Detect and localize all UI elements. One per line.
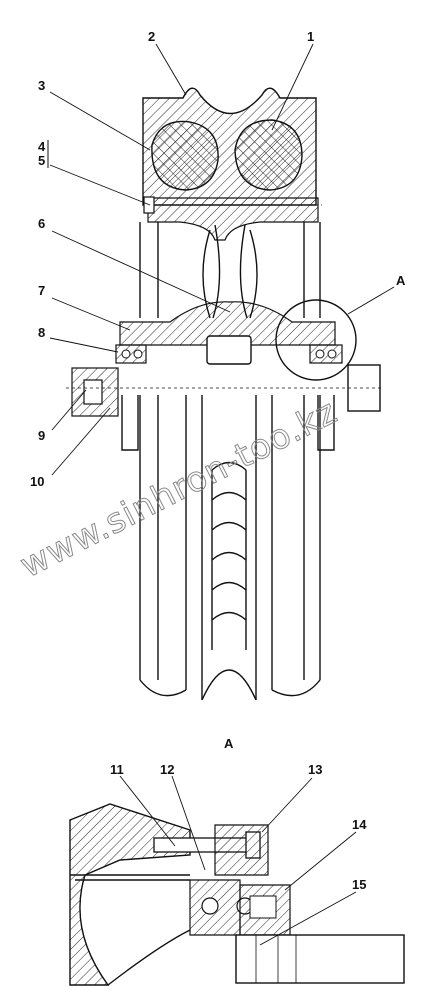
axle-plug-9: [83, 379, 103, 405]
callout-1: 1: [307, 29, 314, 44]
main-section-view: [66, 87, 384, 701]
leader-lines-main: [49, 43, 395, 476]
axle-sleeve: [119, 301, 336, 346]
callout-14: 14: [352, 817, 367, 832]
bearing-left: [115, 344, 147, 364]
callout-15: 15: [352, 877, 366, 892]
callout-12: 12: [160, 762, 174, 777]
watermark-text: www.sinhron-too.kz: [14, 392, 344, 586]
detail-title-a: A: [224, 736, 234, 751]
callout-13: 13: [308, 762, 322, 777]
callout-section-a: A: [396, 273, 406, 288]
seal-ring-left: [151, 120, 219, 191]
callout-9: 9: [38, 428, 45, 443]
callout-10: 10: [30, 474, 44, 489]
roller-outer-view: [121, 395, 335, 701]
leader-lines-detail: [119, 775, 357, 946]
callout-4: 4: [38, 139, 46, 154]
shaft-15: [235, 934, 405, 984]
detail-housing: [69, 803, 191, 986]
callout-8: 8: [38, 325, 45, 340]
callout-7: 7: [38, 283, 45, 298]
callout-3: 3: [38, 78, 45, 93]
hub-flange: [147, 197, 319, 241]
cover-13: [214, 824, 269, 876]
callout-11: 11: [110, 762, 124, 777]
seal-ring-right: [234, 119, 303, 191]
detail-circle-a: [275, 299, 357, 381]
callout-2: 2: [148, 29, 155, 44]
callout-5: 5: [38, 153, 45, 168]
axle-right-end: [347, 364, 381, 412]
roller-body: [139, 222, 321, 318]
callout-6: 6: [38, 216, 45, 231]
bearing-right: [309, 344, 343, 364]
center-plug: [206, 335, 252, 365]
